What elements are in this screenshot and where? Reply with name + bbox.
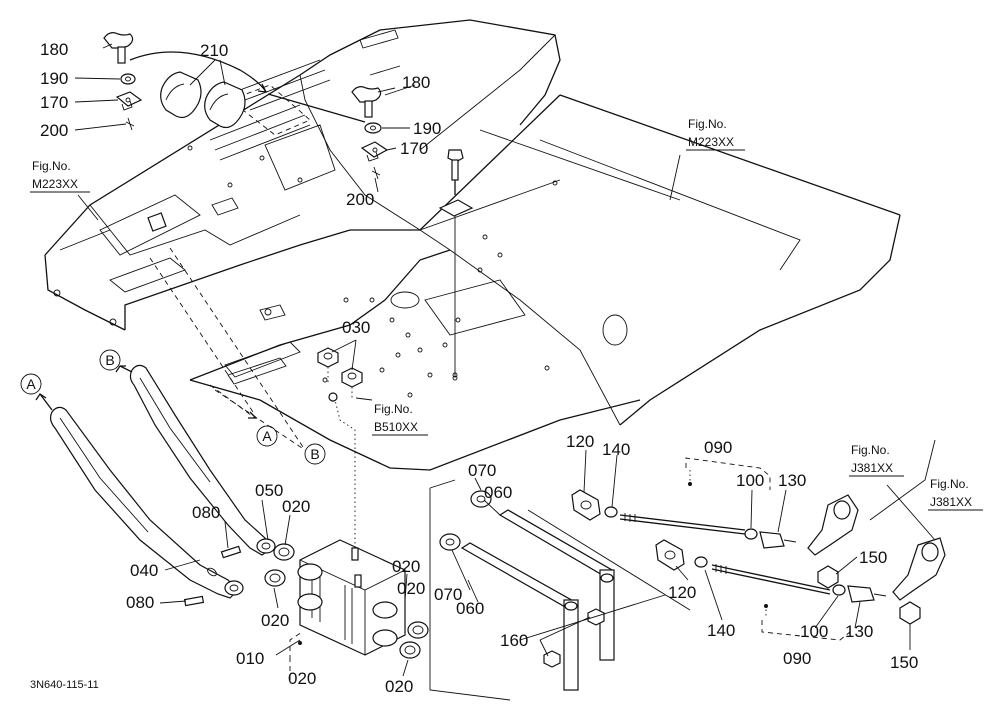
center-bolt	[438, 149, 474, 381]
part-label: 190	[413, 119, 441, 138]
part-label: 150	[859, 548, 887, 567]
part-label: 180	[40, 40, 68, 59]
fig-ref-line1: Fig.No.	[851, 443, 890, 457]
shaft-lower-060	[439, 533, 579, 691]
fig-ref-line1: Fig.No.	[374, 402, 413, 416]
fig-ref-line2: J381XX	[851, 461, 893, 475]
part-label: 060	[456, 599, 484, 618]
part-label: 020	[282, 497, 310, 516]
part-label: 170	[400, 139, 428, 158]
part-label: 020	[392, 557, 420, 576]
shaft-upper-060	[470, 490, 615, 661]
part-label: 160	[500, 631, 528, 650]
part-label: 010	[236, 649, 264, 668]
bushings-left	[264, 543, 295, 587]
part-label: 140	[602, 440, 630, 459]
fig-ref-line1: Fig.No.	[32, 159, 71, 173]
floor-plate	[189, 94, 901, 471]
part-label: 140	[707, 621, 735, 640]
bracket-upper-j381	[807, 494, 859, 589]
nuts-030	[317, 347, 363, 402]
fig-ref-line2: J381XX	[930, 495, 972, 509]
part-label: 060	[484, 483, 512, 502]
fig-ref-line2: B510XX	[374, 420, 418, 434]
part-label: 190	[40, 69, 68, 88]
circle-label: A	[26, 376, 36, 392]
part-label: 150	[890, 653, 918, 672]
bushings-right	[399, 621, 429, 659]
part-label: 020	[397, 579, 425, 598]
part-label: 030	[342, 318, 370, 337]
knob-assembly-left	[103, 32, 143, 131]
circle-label: A	[262, 428, 272, 444]
circle-label: B	[310, 446, 319, 462]
part-label: 090	[783, 649, 811, 668]
fig-ref-line2: M223XX	[688, 135, 734, 149]
dashboard-frame	[44, 19, 561, 331]
rod-lower	[655, 539, 887, 603]
part-label: 180	[402, 73, 430, 92]
part-label: 090	[704, 438, 732, 457]
part-label: 040	[130, 561, 158, 580]
part-label: 130	[845, 622, 873, 641]
part-label: 120	[566, 432, 594, 451]
part-label: 020	[385, 677, 413, 696]
circle-label: B	[105, 352, 114, 368]
part-label: 120	[668, 583, 696, 602]
bracket-010	[297, 399, 406, 656]
part-label: 170	[40, 93, 68, 112]
figure-references: Fig.No. M223XX Fig.No. M223XX Fig.No. B5…	[30, 117, 983, 511]
part-label: 080	[126, 593, 154, 612]
part-label: 050	[255, 481, 283, 500]
part-label: 080	[192, 503, 220, 522]
part-label: 020	[288, 669, 316, 688]
part-label: 100	[800, 622, 828, 641]
fig-ref-line2: M223XX	[32, 177, 78, 191]
part-label: 200	[346, 190, 374, 209]
circle-callouts: A B A B	[20, 349, 326, 465]
leader-lines	[74, 43, 936, 677]
pins-080	[183, 545, 242, 607]
drawing-code: 3N640-115-11	[30, 679, 99, 691]
part-label: 070	[468, 461, 496, 480]
part-label: 210	[200, 41, 228, 60]
part-label: 100	[736, 471, 764, 490]
fig-ref-line1: Fig.No.	[688, 117, 727, 131]
part-label: 130	[778, 471, 806, 490]
bracket-lower-j381	[892, 537, 946, 625]
part-label: 200	[40, 121, 68, 140]
part-label: 020	[261, 611, 289, 630]
lever-b	[129, 364, 276, 556]
lever-a	[49, 406, 244, 599]
pedal-pads	[160, 71, 246, 129]
fig-ref-line1: Fig.No.	[930, 477, 969, 491]
part-labels: 180 190 170 200 210 180 190 170 200 030 …	[40, 40, 918, 696]
rod-upper	[571, 489, 797, 549]
part-label: 070	[434, 585, 462, 604]
knob-assembly-right	[351, 86, 389, 180]
